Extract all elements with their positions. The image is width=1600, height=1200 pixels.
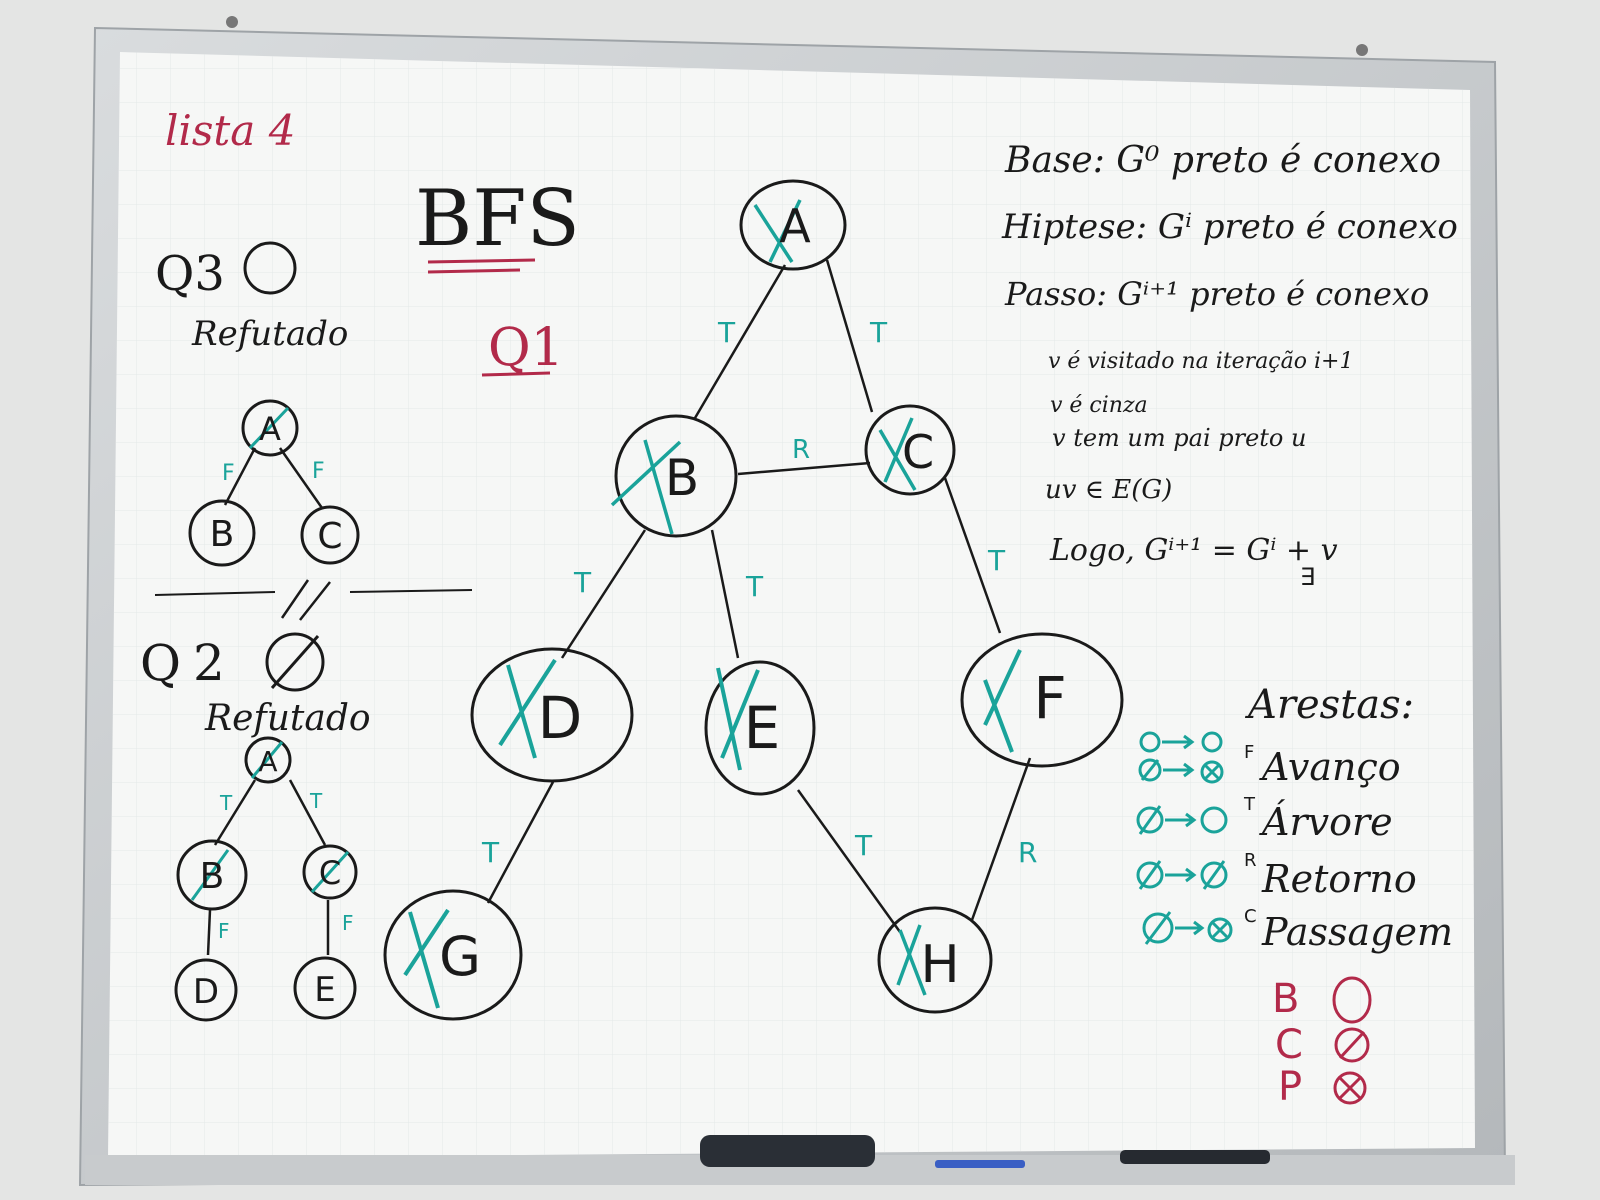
edge-label: T [987, 544, 1006, 577]
edge-label: T [745, 570, 764, 603]
q1-underline [481, 371, 551, 377]
graph-node: A [739, 179, 847, 271]
graph-node: A [244, 736, 292, 784]
edge-type-abbr: R [1244, 850, 1257, 871]
edge-label: T [869, 316, 888, 349]
eraser [700, 1135, 875, 1167]
legend-letter: P [1278, 1064, 1302, 1110]
svg-text:B: B [210, 514, 235, 555]
graph-node: E [293, 956, 357, 1020]
white-circle-icon [1332, 976, 1372, 1024]
edge-label: F [222, 461, 235, 486]
q2-section: Q2 Refutado T T F F A B C [140, 632, 371, 1022]
svg-text:E: E [744, 694, 781, 762]
white-circle-icon [243, 241, 297, 295]
edge-type-name: Avanço [1259, 745, 1401, 789]
marker [1120, 1150, 1270, 1164]
q1-label: Q1 [488, 318, 564, 378]
graph-node: B [188, 499, 256, 567]
svg-text:B: B [665, 449, 699, 507]
graph-node: D [470, 647, 634, 783]
edge-type-symbol [1136, 805, 1228, 835]
svg-text:C: C [902, 425, 934, 479]
bfs-underline [427, 258, 536, 274]
black-circle-icon [1333, 1071, 1367, 1105]
proof-block: Base: G⁰ preto é conexo Hiptese: Gⁱ pret… [1001, 140, 1458, 591]
edge-label: F [218, 919, 230, 943]
q3-label: Q3 [155, 246, 225, 302]
proof-hypothesis: Hiptese: Gⁱ preto é conexo [1001, 207, 1458, 247]
edge-type-symbol [1138, 731, 1224, 784]
graph-node: D [174, 958, 238, 1022]
svg-text:A: A [259, 410, 281, 448]
section-divider [154, 579, 473, 621]
edge-type-symbol [1136, 860, 1228, 890]
legend-letter: B [1272, 976, 1299, 1022]
svg-text:E: E [314, 970, 335, 1010]
proof-step: Passo: Gⁱ⁺¹ preto é conexo [1004, 275, 1429, 313]
proof-line: v é cinza [1050, 393, 1148, 418]
svg-text:A: A [779, 199, 811, 253]
graph-node: G [383, 889, 523, 1021]
graph-node: B [176, 839, 248, 911]
edge-type-abbr: C [1244, 906, 1257, 927]
proof-line: v é visitado na iteração i+1 [1048, 349, 1353, 374]
gray-circle-icon [1334, 1027, 1370, 1063]
q3-section: Q3 Refutado F F A B C [155, 241, 360, 567]
edge-label: F [312, 459, 325, 484]
svg-text:F: F [1033, 664, 1066, 732]
edge-label: T [854, 829, 873, 862]
bfs-heading: BFS [415, 174, 580, 264]
graph-node: B [610, 414, 738, 538]
arestas-title: Arestas: [1244, 682, 1414, 728]
edge-type-abbr: F [1244, 742, 1254, 763]
edge-label: F [342, 911, 354, 935]
svg-text:C: C [319, 854, 341, 892]
edge-label: T [219, 791, 233, 815]
legend-letter: C [1275, 1022, 1303, 1068]
graph-node: F [960, 632, 1124, 768]
graph-node: C [302, 844, 358, 900]
board-title: lista 4 [165, 106, 295, 155]
svg-text:C: C [317, 516, 342, 557]
edge-type-name: Retorno [1261, 857, 1417, 901]
bfs-graph: T T R T T T T T R A B C [383, 179, 1124, 1021]
svg-text:D: D [193, 972, 219, 1012]
arestas-legend: Arestas: F Avanço T Árvore [1136, 682, 1453, 954]
marker-tray [85, 1135, 1515, 1185]
graph-node: C [300, 505, 360, 565]
proof-line: uv ∈ E(G) [1045, 475, 1172, 505]
svg-text:G: G [439, 925, 481, 988]
edge-type-name: Passagem [1261, 910, 1453, 954]
proof-line: v tem um pai preto u [1052, 424, 1306, 452]
graph-node: E [704, 660, 816, 796]
svg-text:H: H [920, 935, 959, 995]
edge-type-abbr: T [1243, 794, 1256, 815]
proof-line: Logo, Gⁱ⁺¹ = Gⁱ + v [1049, 533, 1338, 568]
edge-label: T [309, 789, 323, 813]
graph-node: H [877, 906, 993, 1014]
proof-base: Base: G⁰ preto é conexo [1004, 140, 1441, 181]
marker [935, 1160, 1025, 1168]
edge-label: R [1018, 836, 1037, 869]
svg-text:A: A [258, 745, 277, 778]
slashed-circle-icon [265, 632, 325, 692]
edge-label: R [792, 435, 810, 465]
board-frame [78, 16, 1507, 1187]
edge-label: T [481, 836, 500, 869]
q2-label: Q2 [140, 634, 237, 692]
qed-mark: ∃ [1300, 563, 1315, 591]
color-legend: B C P [1272, 976, 1372, 1110]
edge-type-symbol [1142, 911, 1233, 945]
q3-status: Refutado [191, 314, 348, 354]
edge-label: T [573, 566, 592, 599]
svg-text:D: D [538, 684, 583, 752]
edge-type-name: Árvore [1259, 800, 1393, 844]
edge-label: T [717, 316, 736, 349]
graph-node: C [864, 404, 956, 496]
graph-node: A [241, 399, 299, 457]
q2-status: Refutado [204, 698, 371, 739]
svg-text:B: B [200, 856, 225, 897]
